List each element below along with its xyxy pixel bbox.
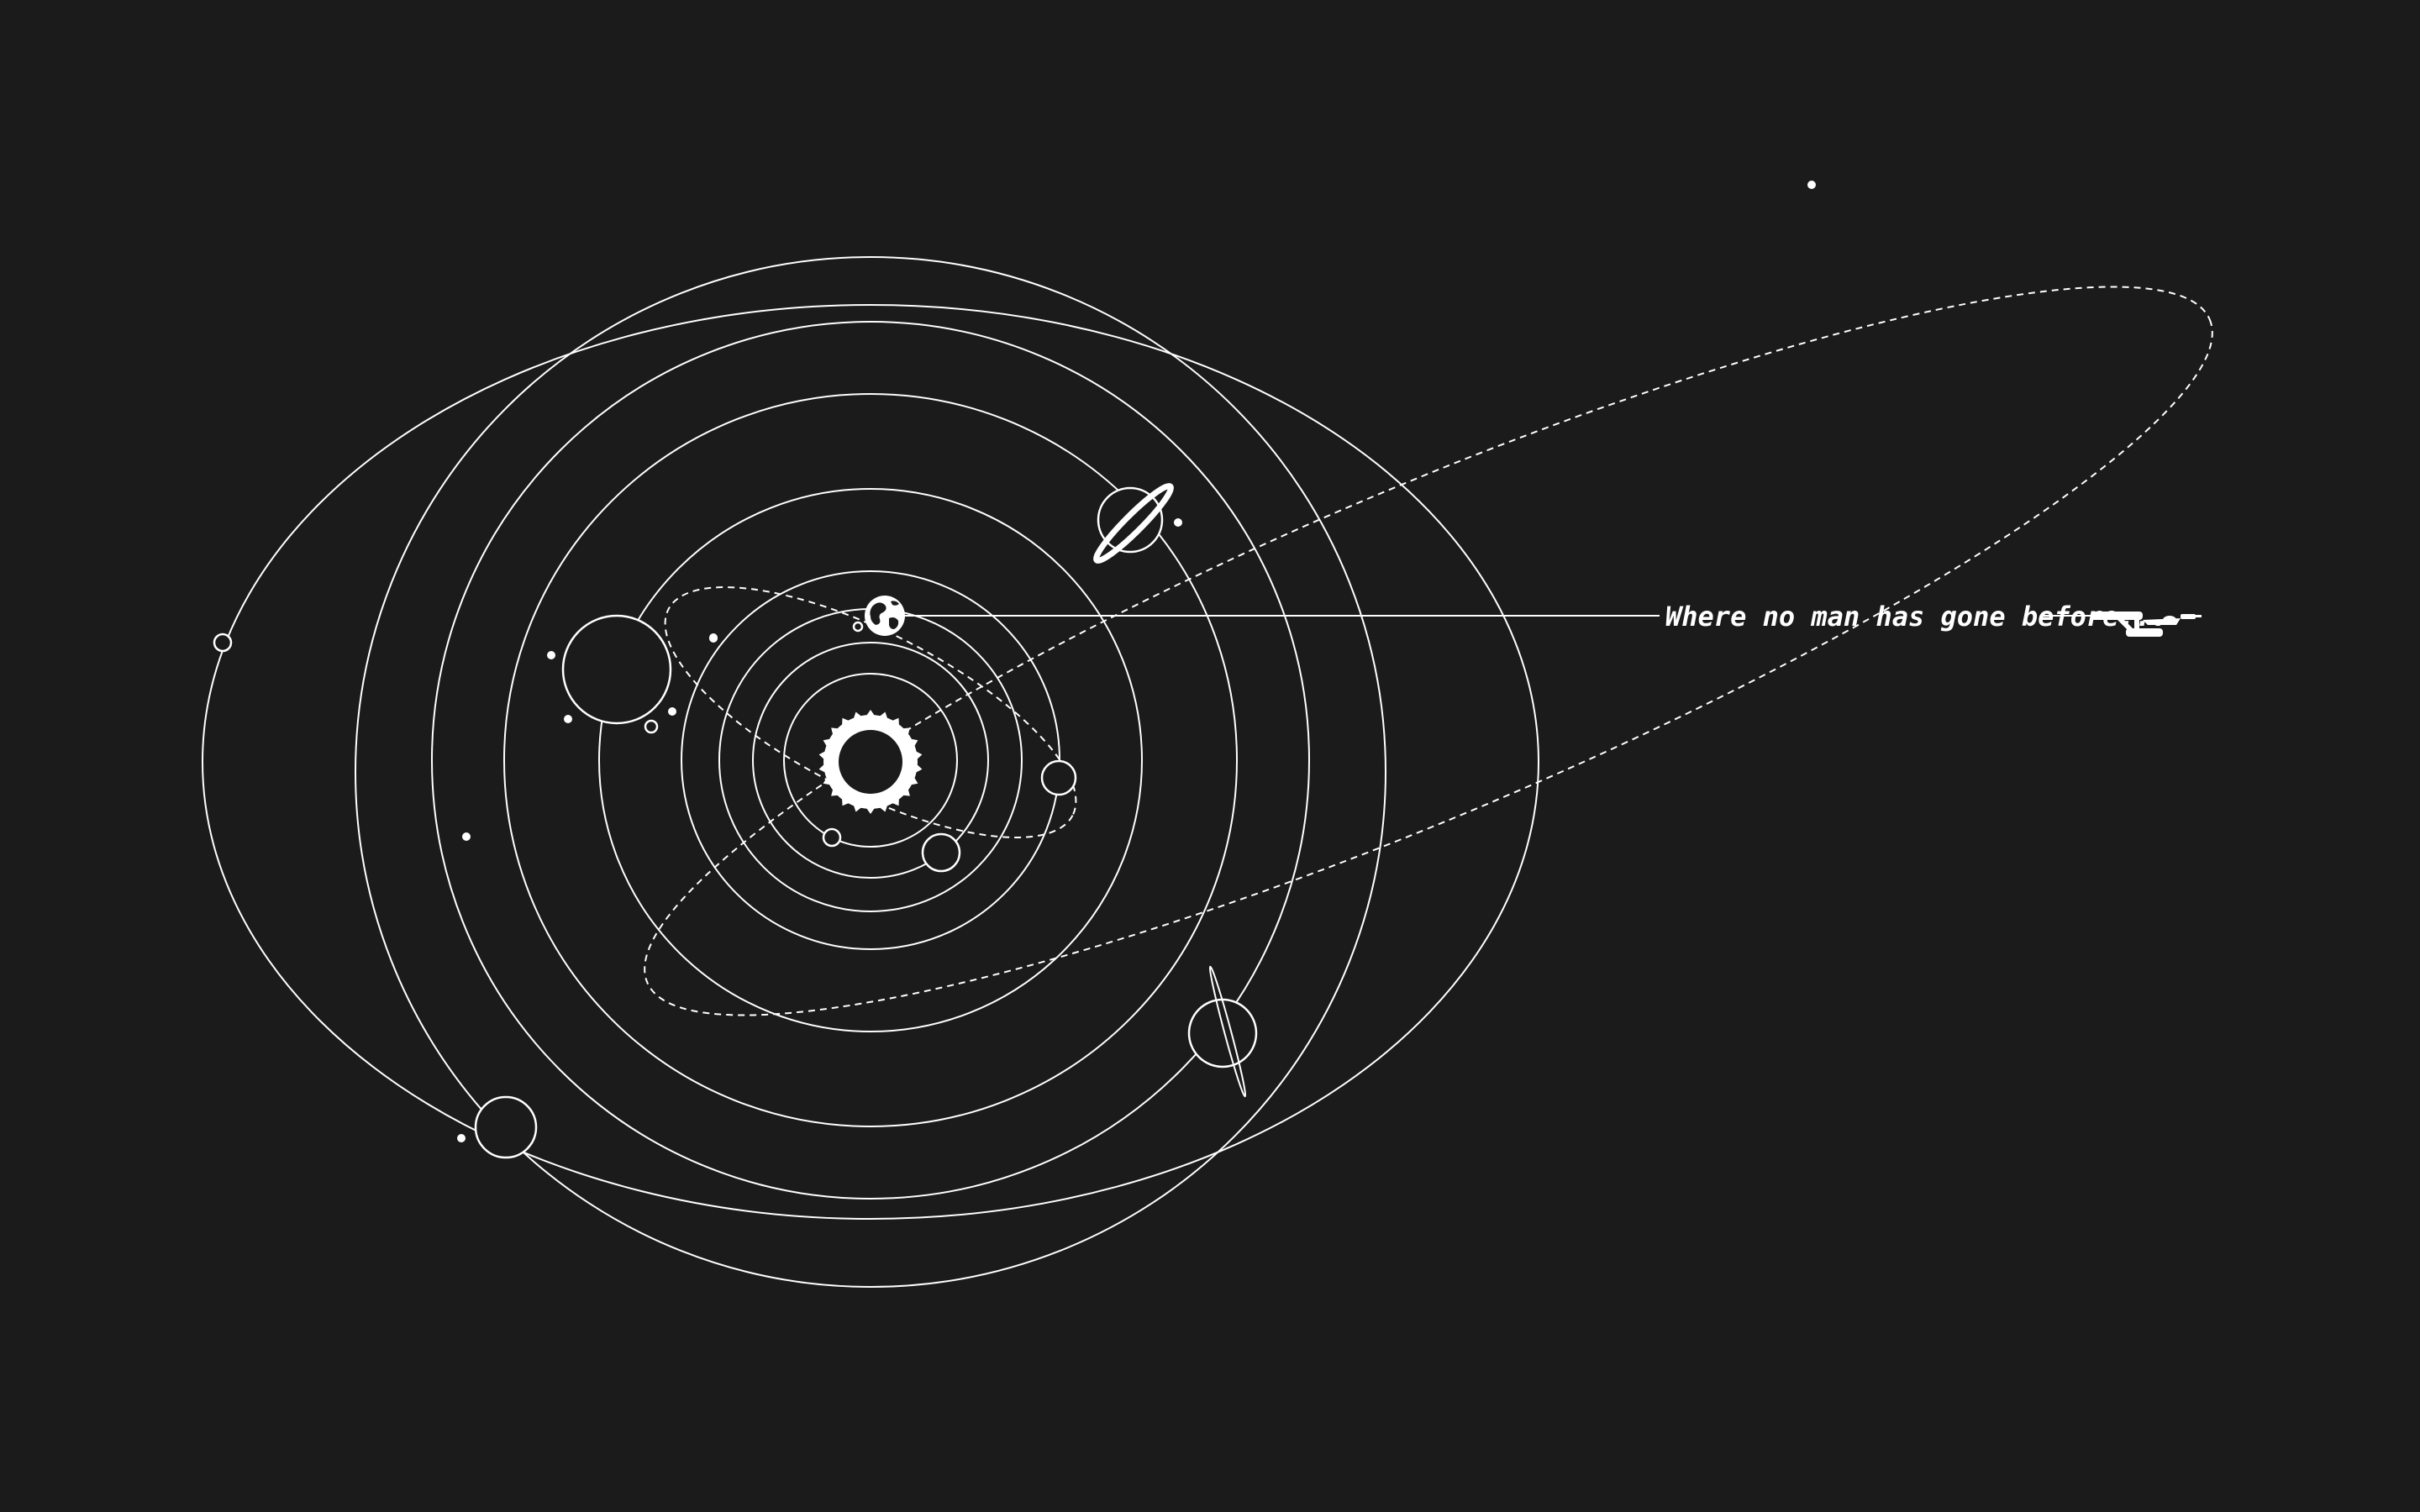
moon-dot bbox=[852, 621, 864, 633]
uranus-icon bbox=[1187, 965, 1258, 1098]
orbit-1 bbox=[783, 673, 958, 848]
neptune-planet bbox=[457, 1095, 538, 1159]
inner-comet-orbit bbox=[664, 586, 1077, 838]
comet-dot-outer bbox=[1807, 181, 1816, 189]
orbit-2 bbox=[752, 642, 989, 879]
comet-dot bbox=[462, 832, 471, 841]
orbit-5 bbox=[598, 488, 1143, 1032]
comet-dot-inner bbox=[709, 634, 718, 643]
orbit-7 bbox=[431, 321, 1310, 1200]
outer-tilted-orbit bbox=[202, 304, 1539, 1220]
starship-icon bbox=[2091, 612, 2202, 637]
earth-icon bbox=[865, 596, 905, 636]
outer-comet-orbit bbox=[644, 286, 2213, 1016]
venus-planet bbox=[921, 832, 961, 873]
orbit-8 bbox=[355, 256, 1386, 1288]
mars-planet bbox=[1040, 759, 1077, 796]
sun-icon bbox=[818, 710, 923, 814]
orbit-6 bbox=[503, 393, 1238, 1127]
dwarf-planet bbox=[213, 633, 233, 653]
mercury-planet bbox=[822, 827, 842, 848]
saturn-icon bbox=[1093, 483, 1182, 564]
jupiter-planet bbox=[547, 614, 718, 734]
